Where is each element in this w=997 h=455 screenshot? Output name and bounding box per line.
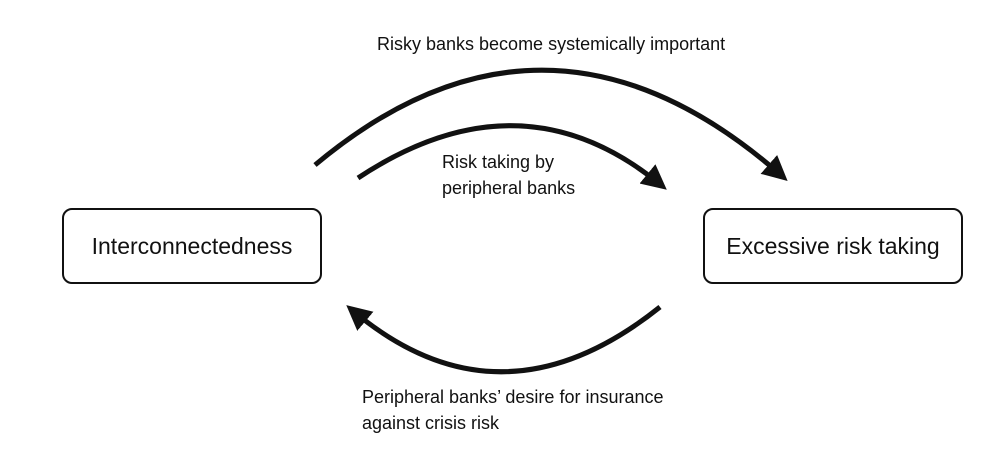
edge-label-inner-line-1: Risk taking by [442, 152, 555, 172]
node-interconnectedness-label: Interconnectedness [91, 232, 293, 259]
edge-label-bottom-line-2: against crisis risk [362, 413, 500, 433]
node-excessive-risk-taking-label: Excessive risk taking [726, 232, 940, 259]
edge-label-bottom-line-1: Peripheral banks’ desire for insurance [362, 387, 664, 407]
arrow-inner-top [356, 123, 667, 190]
arrow-outer-top [313, 67, 788, 181]
edge-label-top-line: Risky banks become systemically importan… [377, 34, 726, 54]
edge-label-bottom: Peripheral banks’ desire for insurance a… [362, 384, 664, 436]
node-excessive-risk-taking: Excessive risk taking [703, 208, 963, 284]
node-interconnectedness: Interconnectedness [62, 208, 322, 284]
arrow-bottom [346, 305, 662, 375]
edge-label-inner-line-2: peripheral banks [442, 178, 576, 198]
edge-label-inner: Risk taking by peripheral banks [442, 149, 575, 201]
edge-label-top: Risky banks become systemically importan… [377, 31, 725, 57]
